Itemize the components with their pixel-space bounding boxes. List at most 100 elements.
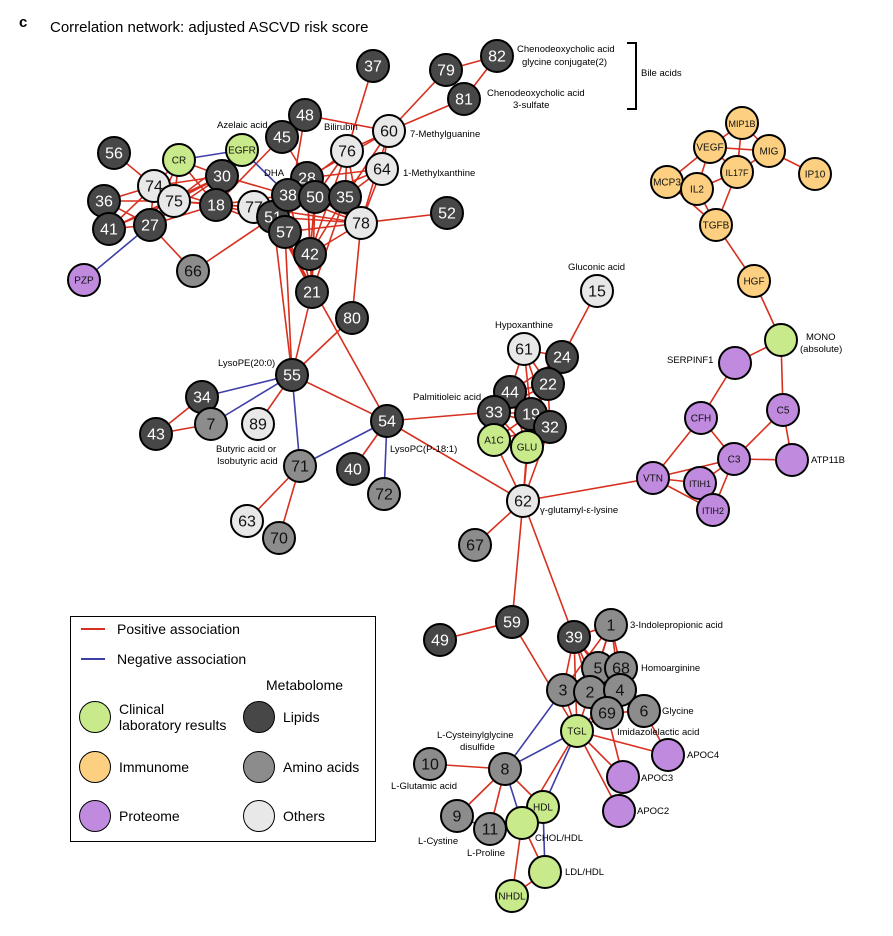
node-label-71: 71: [291, 459, 309, 476]
node-label-54: 54: [378, 414, 396, 431]
node-circle-7: [194, 407, 228, 441]
node-circle-60: [372, 114, 406, 148]
node-circle-IP10: [798, 157, 832, 191]
node-circle-52: [430, 196, 464, 230]
node-label-76: 76: [338, 144, 356, 161]
node-circle-24: [545, 340, 579, 374]
node-label-37: 37: [364, 59, 382, 76]
annotation-label: LDL/HDL: [565, 867, 604, 878]
node-43: 43: [139, 417, 173, 451]
node-circle-54: [370, 404, 404, 438]
annotation-label: disulfide: [460, 742, 495, 753]
legend-immunome: Immunome: [79, 751, 189, 783]
node-label-HDL: HDL: [533, 803, 553, 814]
node-label-10: 10: [421, 757, 439, 774]
node-A1C: A1C: [477, 423, 511, 457]
panel-letter: c: [19, 14, 28, 31]
node-VTN: VTN: [636, 461, 670, 495]
node-circle-80: [335, 301, 369, 335]
annotation-label: DHA: [264, 168, 285, 179]
node-circle-ATP11B: [775, 443, 809, 477]
node-15: 15: [580, 274, 614, 308]
node-82: 82: [480, 39, 514, 73]
node-label-30: 30: [213, 169, 231, 186]
node-ITIH1: ITIH1: [683, 466, 717, 500]
node-circle-43: [139, 417, 173, 451]
node-label-8: 8: [501, 762, 510, 779]
node-label-62: 62: [514, 494, 532, 511]
node-label-15: 15: [588, 284, 606, 301]
node-label-39: 39: [565, 630, 583, 647]
node-circle-1: [594, 608, 628, 642]
node-circle-ITIH2: [696, 493, 730, 527]
legend-lipids: Lipids: [243, 701, 320, 733]
annotation-label: APOC2: [637, 806, 669, 817]
annotation-label: CHOL/HDL: [535, 833, 583, 844]
positive-edge-51-54: [272, 216, 388, 422]
node-circle-CHOL_HDL: [505, 806, 539, 840]
node-circle-63: [230, 504, 264, 538]
node-TGFB: TGFB: [699, 208, 733, 242]
node-circle-69: [590, 696, 624, 730]
node-circle-49: [423, 623, 457, 657]
annotation-label: L-Proline: [467, 848, 505, 859]
node-33: 33: [477, 395, 511, 429]
node-circle-32: [533, 410, 567, 444]
node-label-4: 4: [616, 683, 625, 700]
amino-acids-swatch: [243, 751, 275, 783]
node-CR: CR: [162, 143, 196, 177]
node-52: 52: [430, 196, 464, 230]
node-circle-NHDL: [495, 879, 529, 913]
node-circle-21: [295, 275, 329, 309]
node-circle-LDL_HDL: [528, 855, 562, 889]
legend-positive: Positive association: [81, 621, 240, 637]
node-SERPINF1: [718, 346, 752, 380]
node-21: 21: [295, 275, 329, 309]
annotation-label: 7-Methylguanine: [410, 129, 480, 140]
node-IL17F: IL17F: [720, 155, 754, 189]
node-label-68: 68: [612, 661, 630, 678]
node-label-45: 45: [273, 130, 291, 147]
node-APOC4: [651, 738, 685, 772]
legend-amino-acids-label: Amino acids: [283, 759, 360, 775]
node-label-TGL: TGL: [567, 727, 587, 738]
node-circle-APOC2: [602, 794, 636, 828]
node-EGFR: EGFR: [225, 133, 259, 167]
node-label-C3: C3: [728, 455, 741, 466]
node-label-ITIH1: ITIH1: [689, 479, 711, 489]
annotation-label: (absolute): [800, 344, 842, 355]
legend-others-label: Others: [283, 808, 326, 824]
node-circle-40: [336, 452, 370, 486]
annotation-label: L-Glutamic acid: [391, 781, 457, 792]
node-27: 27: [133, 208, 167, 242]
annotation-label: APOC3: [641, 773, 673, 784]
node-circle-79: [429, 53, 463, 87]
node-label-70: 70: [270, 531, 288, 548]
node-circle-IL2: [680, 172, 714, 206]
node-HGF: HGF: [737, 264, 771, 298]
node-35: 35: [328, 180, 362, 214]
node-70: 70: [262, 521, 296, 555]
node-label-2: 2: [586, 685, 595, 702]
positive-edge-57-55: [284, 231, 293, 376]
node-circle-89: [241, 407, 275, 441]
node-circle-75: [157, 184, 191, 218]
node-9: 9: [440, 799, 474, 833]
node-48: 48: [288, 98, 322, 132]
node-C5: C5: [766, 393, 800, 427]
node-36: 36: [87, 184, 121, 218]
node-1: 1: [594, 608, 628, 642]
node-32: 32: [533, 410, 567, 444]
node-LDL_HDL: [528, 855, 562, 889]
node-30: 30: [205, 159, 239, 193]
node-circle-APOC3: [606, 760, 640, 794]
node-81: 81: [447, 82, 481, 116]
node-42: 42: [293, 237, 327, 271]
node-71: 71: [283, 449, 317, 483]
node-49: 49: [423, 623, 457, 657]
annotation-label: γ-glutamyl-ε-lysine: [540, 505, 618, 516]
node-MONO: [764, 323, 798, 357]
node-label-36: 36: [95, 194, 113, 211]
